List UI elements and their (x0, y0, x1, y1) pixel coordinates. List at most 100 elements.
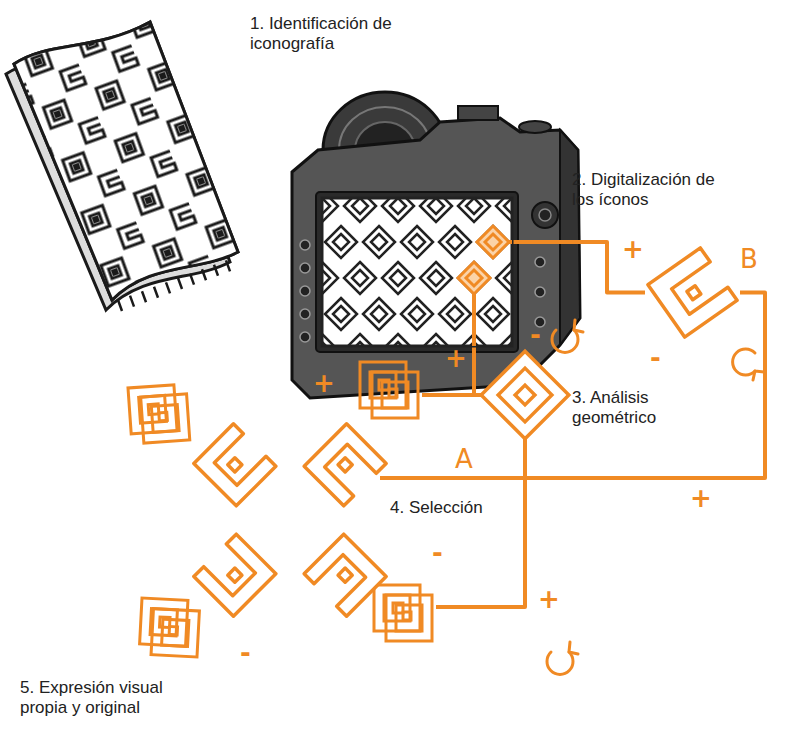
camera-body (532, 202, 558, 228)
node-outline (352, 198, 368, 214)
node-outline (466, 198, 482, 214)
node-outline (390, 342, 406, 346)
node-outline (474, 242, 512, 346)
node-outline (401, 226, 433, 258)
node-outline (498, 368, 552, 422)
node-outline (363, 226, 395, 258)
node-outline (645, 245, 740, 340)
node-outline (390, 270, 406, 286)
icon-letter: B (740, 245, 758, 273)
node-outline (322, 198, 330, 214)
selection-cross: 4. Selección (200, 400, 380, 640)
node-outline (481, 351, 569, 439)
node-outline (409, 306, 425, 322)
node-outline (439, 298, 471, 330)
camera-screen: 2. Digitalización de los íconos (322, 198, 512, 346)
node-outline (322, 270, 330, 286)
node-outline (458, 198, 490, 222)
node-outline (194, 424, 276, 506)
camera-body (539, 209, 551, 221)
node-outline (428, 342, 444, 346)
plus-sign: + (690, 485, 712, 511)
camera-body (292, 92, 580, 398)
node-outline (325, 226, 357, 258)
node-outline (504, 270, 512, 286)
node-outline (466, 234, 501, 286)
camera-body (535, 257, 545, 267)
node-outline (447, 234, 463, 250)
node-outline (447, 306, 463, 322)
node-outline (371, 306, 387, 322)
node-outline (466, 270, 482, 286)
node-outline (194, 424, 276, 506)
connector-line (474, 346, 480, 395)
result-icon (128, 384, 190, 444)
plus-sign: + (622, 236, 644, 262)
camera-body (300, 309, 310, 319)
rotation-arrow (547, 642, 578, 674)
node-outline (322, 342, 330, 346)
node-outline (228, 568, 242, 582)
node-outline (515, 385, 535, 405)
camera-body (316, 192, 518, 352)
node-outline (194, 534, 276, 616)
minus-sign: - (530, 322, 541, 348)
node-outline (504, 198, 512, 214)
result-icon (374, 585, 432, 641)
node-outline (322, 198, 512, 346)
rotation-arrow (547, 320, 765, 674)
node-outline (480, 350, 570, 440)
camera-body (560, 130, 580, 345)
icon-letter: A (455, 445, 473, 473)
node-outline (344, 198, 376, 222)
node-outline (382, 262, 414, 294)
node-outline (322, 198, 512, 346)
plus-sign: + (313, 370, 335, 396)
node-outline (439, 226, 471, 258)
leader-line (436, 439, 525, 607)
step-label: 4. Selección (390, 498, 530, 518)
node-outline (504, 342, 512, 346)
textile (14, 22, 238, 300)
node-outline (496, 198, 512, 222)
node-outline (322, 334, 338, 346)
icon-a: A3. Análisis geométrico (480, 350, 570, 440)
node-outline (325, 298, 357, 330)
node-outline (420, 198, 452, 222)
node-outline (648, 248, 737, 337)
step-label: 1. Identificación de iconografía (250, 14, 405, 54)
node-outline (344, 334, 376, 346)
node-outline (428, 270, 444, 286)
node-outline (401, 298, 433, 330)
textile (14, 22, 238, 300)
result-icon (360, 362, 418, 418)
minus-sign: - (650, 345, 661, 371)
leader-line (422, 393, 481, 397)
node-outline (322, 198, 338, 222)
node-outline (333, 306, 349, 322)
camera-body (458, 106, 498, 120)
node-outline (304, 424, 386, 506)
minus-sign: - (432, 540, 443, 566)
node-outline (409, 234, 425, 250)
node-outline (485, 234, 501, 250)
node-outline (420, 262, 452, 294)
node-outline (333, 234, 349, 250)
node-outline (352, 342, 368, 346)
camera-body (300, 240, 310, 250)
node-outline (477, 298, 509, 330)
node-outline (338, 458, 352, 472)
node-outline (428, 198, 444, 214)
node-outline (458, 226, 509, 294)
camera-body (535, 287, 545, 297)
node-outline (344, 262, 376, 294)
camera-body (300, 286, 310, 296)
textile (118, 260, 230, 311)
node-outline (496, 262, 512, 294)
node-outline (477, 226, 509, 258)
minus-sign: - (240, 640, 251, 666)
node-outline (338, 568, 352, 582)
